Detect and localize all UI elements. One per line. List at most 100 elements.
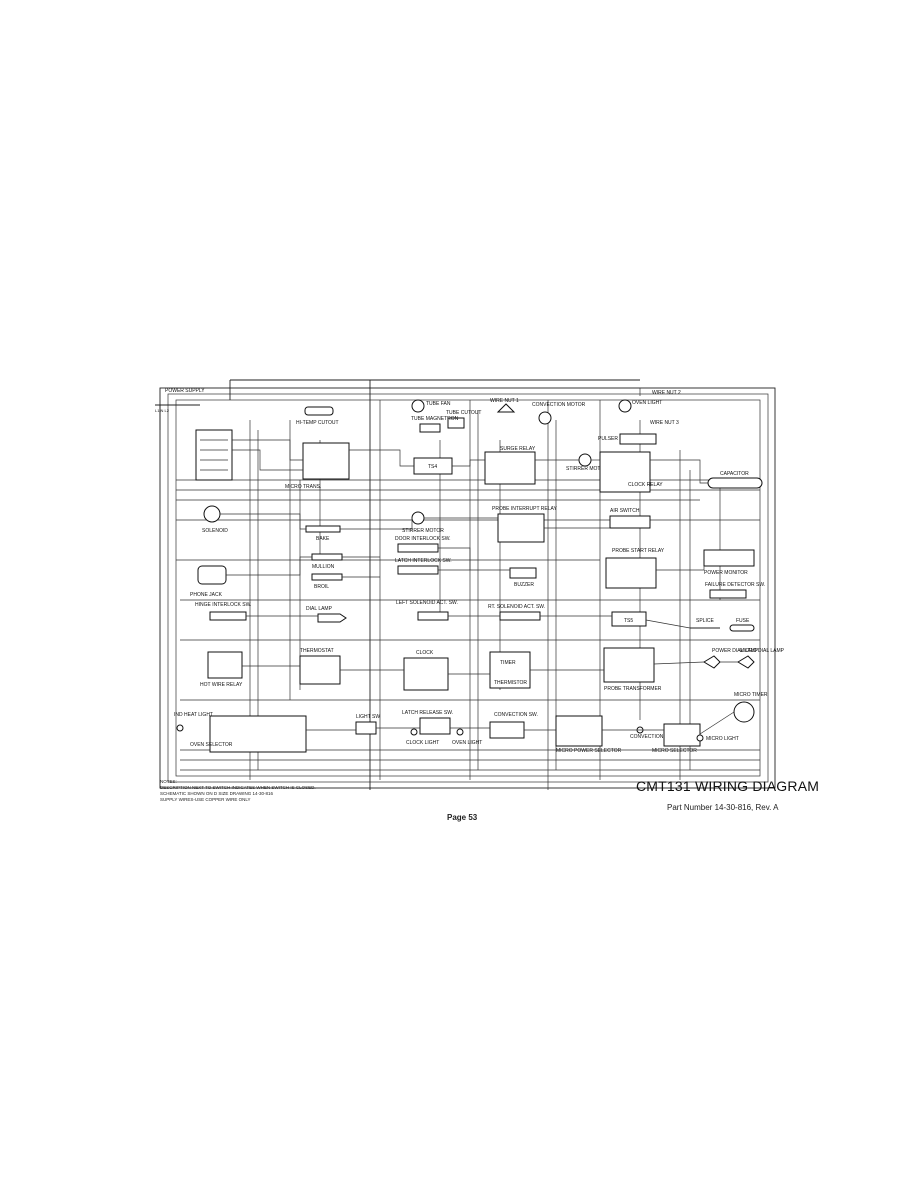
svg-text:MICRO TIMER: MICRO TIMER: [734, 692, 768, 698]
svg-text:LATCH RELEASE SW.: LATCH RELEASE SW.: [402, 710, 453, 716]
svg-text:POWER DIAL LAMP: POWER DIAL LAMP: [712, 648, 759, 654]
svg-text:SPLICE: SPLICE: [696, 618, 714, 624]
svg-text:HINGE INTERLOCK SW.: HINGE INTERLOCK SW.: [195, 602, 251, 608]
splice: SPLICE: [690, 618, 720, 629]
diagram-notes: NOTES: DESCRIPTION NEXT TO SWITCH INDICA…: [160, 779, 316, 803]
svg-text:PHONE JACK: PHONE JACK: [190, 592, 223, 598]
latch-release-switch: LATCH RELEASE SW.: [402, 710, 453, 735]
svg-text:IND HEAT LIGHT: IND HEAT LIGHT: [174, 712, 213, 718]
dial-lamp: DIAL LAMP: [306, 606, 347, 623]
mullion-heater: MULLION: [311, 553, 343, 570]
svg-text:THERMOSTAT: THERMOSTAT: [300, 648, 334, 654]
svg-text:MICRO TRANS.: MICRO TRANS.: [285, 484, 321, 490]
svg-text:CONVECTION MOTOR: CONVECTION MOTOR: [532, 402, 586, 408]
svg-text:TUBE FAN: TUBE FAN: [426, 401, 451, 407]
terminal-block-left: [195, 429, 233, 481]
svg-text:DOOR INTERLOCK SW.: DOOR INTERLOCK SW.: [395, 536, 451, 542]
left-solenoid-switch: LEFT SOLENOID ACT. SW.: [396, 600, 458, 621]
svg-text:WIRE NUT 3: WIRE NUT 3: [650, 420, 679, 426]
timer: TIMER THERMISTOR: [489, 651, 531, 689]
svg-text:BAKE: BAKE: [316, 536, 330, 542]
page-number: Page 53: [447, 813, 478, 822]
probe-start-relay: PROBE START RELAY: [605, 548, 665, 589]
door-interlock-switch: DOOR INTERLOCK SW.: [395, 536, 451, 553]
rt-solenoid-switch: RT. SOLENOID ACT. SW.: [488, 604, 545, 621]
thermostat: THERMOSTAT: [299, 648, 341, 685]
power-supply: POWER SUPPLY L1 N L2: [155, 388, 205, 430]
svg-text:MICRO LIGHT: MICRO LIGHT: [706, 736, 739, 742]
ind-heat-light: IND HEAT LIGHT: [174, 712, 213, 732]
wire-routing: [220, 439, 738, 735]
svg-text:POWER MONITOR: POWER MONITOR: [704, 570, 748, 576]
svg-text:WIRE NUT 2: WIRE NUT 2: [652, 390, 681, 396]
oven-light-bottom: OVEN LIGHT: [452, 728, 482, 746]
bake-element: BAKE: [305, 525, 341, 542]
svg-text:LEFT SOLENOID ACT. SW.: LEFT SOLENOID ACT. SW.: [396, 600, 458, 606]
svg-text:MICRO DIAL LAMP: MICRO DIAL LAMP: [740, 648, 785, 654]
svg-text:CAPACITOR: CAPACITOR: [720, 471, 749, 477]
svg-text:RT. SOLENOID ACT. SW.: RT. SOLENOID ACT. SW.: [488, 604, 545, 610]
part-number: Part Number 14-30-816, Rev. A: [667, 803, 779, 812]
clock-relay: CLOCK RELAY: [599, 451, 663, 493]
svg-text:OVEN LIGHT: OVEN LIGHT: [452, 740, 482, 746]
ts5-terminal: TS5: [611, 611, 647, 627]
svg-text:CONVECTION LIGHT: CONVECTION LIGHT: [630, 734, 679, 740]
hi-temp-cutout: HI-TEMP CUTOUT: [296, 406, 339, 426]
svg-text:AIR SWITCH: AIR SWITCH: [610, 508, 640, 514]
svg-text:PROBE INTERRUPT RELAY: PROBE INTERRUPT RELAY: [492, 506, 557, 512]
svg-text:SOLENOID: SOLENOID: [202, 528, 228, 534]
buzzer: BUZZER: [509, 567, 537, 588]
notes-line-2: SCHEMATIC SHOWN ON D SIZE DRAWING 14-30-…: [160, 791, 274, 796]
svg-text:SURGE RELAY: SURGE RELAY: [500, 446, 536, 452]
svg-text:THERMISTOR: THERMISTOR: [494, 680, 527, 686]
svg-text:MICRO POWER SELECTOR: MICRO POWER SELECTOR: [556, 748, 622, 754]
svg-text:TS4: TS4: [428, 464, 437, 470]
broil-element: BROIL: [311, 573, 343, 590]
svg-text:CLOCK: CLOCK: [416, 650, 434, 656]
svg-text:FUSE: FUSE: [736, 618, 750, 624]
probe-transformer: PROBE TRANSFORMER: [603, 647, 662, 692]
notes-line-3: SUPPLY WIRES-USE COPPER WIRE ONLY: [160, 797, 251, 802]
micro-light: MICRO LIGHT: [696, 734, 739, 742]
svg-text:POWER SUPPLY: POWER SUPPLY: [165, 388, 205, 394]
fuse: FUSE: [729, 618, 755, 632]
oven-light-top: OVEN LIGHT: [618, 399, 662, 413]
diagram-title: CMT131 WIRING DIAGRAM: [636, 778, 820, 794]
svg-text:HI-TEMP CUTOUT: HI-TEMP CUTOUT: [296, 420, 339, 426]
pulser: PULSER: [598, 433, 657, 445]
convection-switch: CONVECTION SW.: [489, 712, 538, 739]
tube-magnetron: TUBE MAGNETRON: [411, 416, 459, 433]
svg-text:STIRRER MOTOR: STIRRER MOTOR: [402, 528, 444, 534]
svg-text:BROIL: BROIL: [314, 584, 329, 590]
probe-interrupt-relay: PROBE INTERRUPT RELAY: [492, 506, 557, 543]
notes-line-1: DESCRIPTION NEXT TO SWITCH INDICATES WHE…: [160, 785, 316, 790]
svg-text:FAILURE DETECTOR SW.: FAILURE DETECTOR SW.: [705, 582, 765, 588]
light-switch: LIGHT SW: [355, 714, 380, 735]
tube-cutout: TUBE CUTOUT: [446, 410, 481, 429]
svg-text:BUZZER: BUZZER: [514, 582, 534, 588]
svg-text:L1 N L2: L1 N L2: [155, 408, 170, 413]
power-monitor: POWER MONITOR: [703, 549, 755, 576]
micro-transformer: MICRO TRANS.: [285, 442, 350, 490]
svg-text:TS5: TS5: [624, 618, 633, 624]
convection-motor: CONVECTION MOTOR: [532, 402, 586, 425]
svg-text:TUBE MAGNETRON: TUBE MAGNETRON: [411, 416, 459, 422]
latch-interlock-switch: LATCH INTERLOCK SW.: [395, 558, 452, 575]
surge-relay: SURGE RELAY: [484, 446, 536, 485]
micro-timer: MICRO TIMER: [733, 692, 768, 723]
svg-text:PROBE START RELAY: PROBE START RELAY: [612, 548, 665, 554]
svg-text:PULSER: PULSER: [598, 436, 618, 442]
svg-text:OVEN SELECTOR: OVEN SELECTOR: [190, 742, 233, 748]
svg-text:DIAL LAMP: DIAL LAMP: [306, 606, 333, 612]
capacitor: CAPACITOR: [707, 471, 763, 489]
svg-text:MICRO SELECTOR: MICRO SELECTOR: [652, 748, 697, 754]
svg-text:TUBE CUTOUT: TUBE CUTOUT: [446, 410, 481, 416]
notes-heading: NOTES:: [160, 779, 177, 784]
hinge-interlock-switch: HINGE INTERLOCK SW.: [195, 602, 251, 621]
svg-text:TIMER: TIMER: [500, 660, 516, 666]
svg-text:CLOCK RELAY: CLOCK RELAY: [628, 482, 663, 488]
tube-fan: TUBE FAN: [411, 399, 451, 413]
hot-wire-relay: HOT WIRE RELAY: [200, 651, 243, 688]
svg-text:OVEN LIGHT: OVEN LIGHT: [632, 400, 662, 406]
